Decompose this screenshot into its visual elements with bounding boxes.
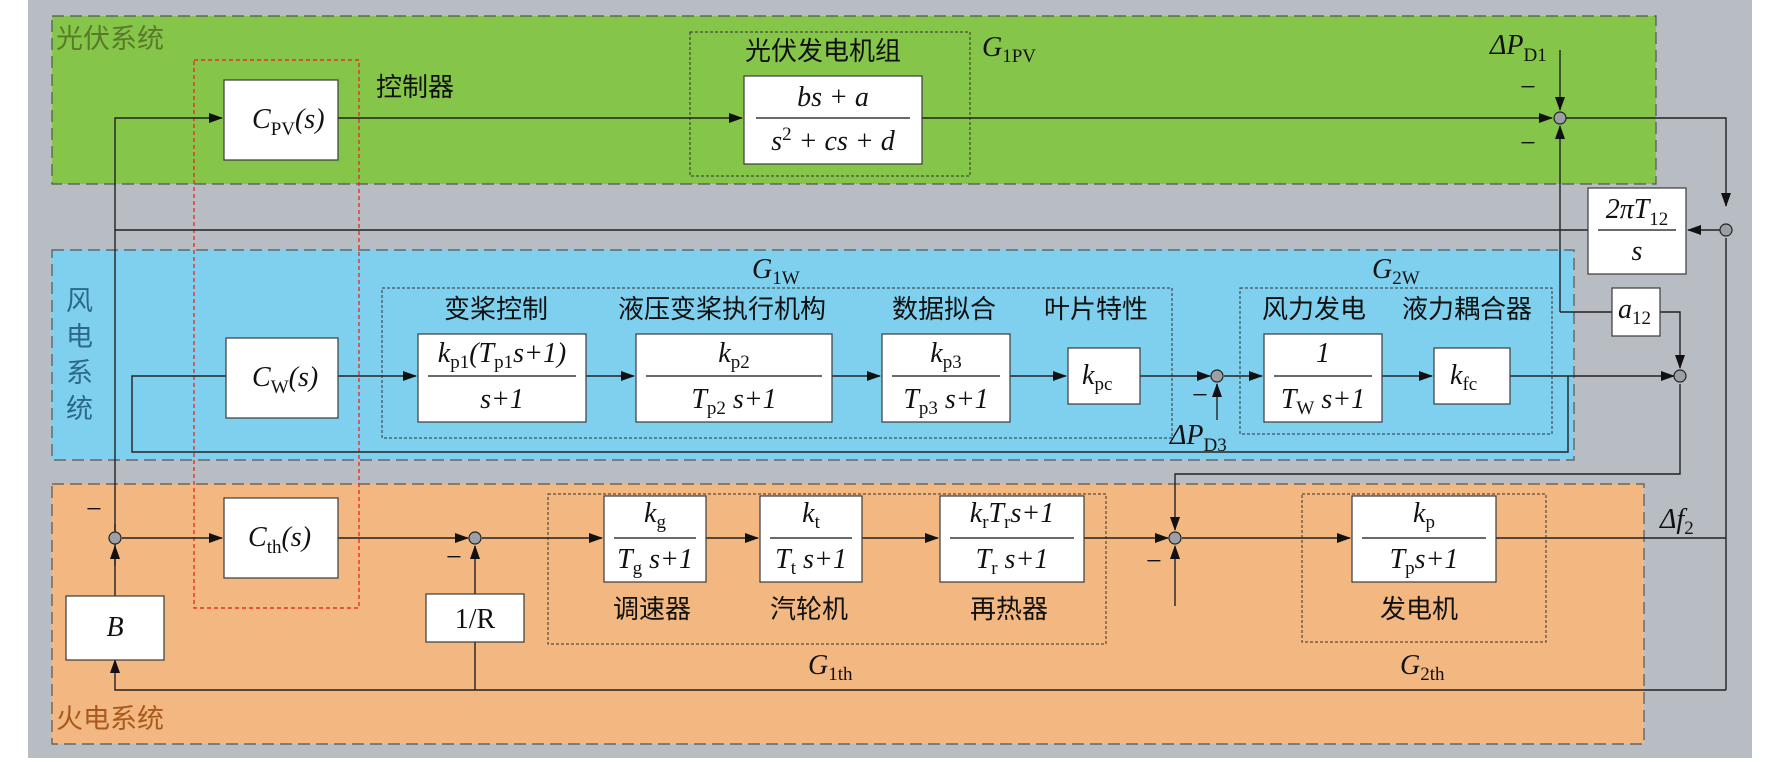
wind-system-label-3: 系 bbox=[66, 358, 93, 389]
wind-g1w-group-box bbox=[381, 287, 1173, 439]
svg-text:1: 1 bbox=[1316, 338, 1330, 369]
wind-block-title-hydraulic-actuator: 液压变桨执行机构 bbox=[618, 295, 826, 325]
svg-text:Tr s+1: Tr s+1 bbox=[976, 544, 1049, 579]
data-fitting-block: kp3 Tp3 s+1 bbox=[881, 333, 1011, 423]
wind-block-title-hydraulic-coupler: 液力耦合器 bbox=[1402, 295, 1532, 325]
droop-block: 1/R bbox=[425, 593, 525, 643]
svg-text:kfc: kfc bbox=[1450, 360, 1477, 395]
tie-integrator-block: 2πT12 s bbox=[1587, 187, 1687, 275]
turbine-block: kt Tt s+1 bbox=[759, 495, 863, 583]
turbine-label: 汽轮机 bbox=[770, 595, 848, 625]
thermal-system-label: 火电系统 bbox=[56, 704, 164, 735]
droop-summing-junction bbox=[468, 531, 482, 545]
pv-disturbance-label: ΔPD1 bbox=[1489, 30, 1547, 66]
minus-sign: − bbox=[1192, 380, 1208, 411]
reheater-label: 再热器 bbox=[970, 595, 1048, 625]
svg-text:CPV(s): CPV(s) bbox=[252, 104, 325, 140]
svg-text:s: s bbox=[1632, 236, 1643, 267]
wind-output-summing-junction bbox=[1673, 369, 1687, 383]
thermal-g1th-group-box bbox=[547, 493, 1107, 645]
wind-system-label-1: 风 bbox=[66, 286, 93, 317]
hydraulic-coupler-block: kfc bbox=[1433, 347, 1511, 405]
svg-text:krTrs+1: krTrs+1 bbox=[970, 498, 1054, 533]
wind-system-label-2: 电 bbox=[66, 322, 93, 353]
wind-block-title-blade-characteristic: 叶片特性 bbox=[1044, 295, 1148, 325]
svg-text:TW s+1: TW s+1 bbox=[1281, 384, 1365, 419]
svg-text:Tt s+1: Tt s+1 bbox=[775, 544, 847, 579]
minus-sign: − bbox=[446, 542, 462, 573]
svg-text:kp1(Tp1s+1): kp1(Tp1s+1) bbox=[438, 338, 566, 373]
minus-sign: − bbox=[1146, 546, 1162, 577]
wind-g1w-label: G1W bbox=[752, 254, 800, 289]
minus-sign: − bbox=[86, 494, 102, 525]
ace-summing-junction bbox=[108, 531, 122, 545]
governor-label: 调速器 bbox=[613, 595, 691, 625]
wind-generation-block: 1 TW s+1 bbox=[1263, 333, 1383, 423]
svg-text:Tps+1: Tps+1 bbox=[1390, 544, 1459, 579]
minus-sign: − bbox=[1520, 128, 1536, 159]
tie-gain-block: a12 bbox=[1611, 287, 1661, 337]
pitch-control-block: kp1(Tp1s+1) s+1 bbox=[417, 333, 587, 423]
pv-generator-title: 光伏发电机组 bbox=[745, 37, 901, 67]
pv-controller-block: CPV(s) bbox=[223, 79, 339, 161]
thermal-g2th-group-box bbox=[1301, 493, 1547, 643]
svg-text:B: B bbox=[106, 612, 123, 643]
wind-block-title-wind-generation: 风力发电 bbox=[1262, 295, 1366, 325]
svg-text:Tp3 s+1: Tp3 s+1 bbox=[903, 384, 988, 419]
bias-block: B bbox=[65, 595, 165, 661]
minus-sign: − bbox=[1520, 72, 1536, 103]
svg-text:s+1: s+1 bbox=[480, 384, 524, 415]
wind-system-label-4: 统 bbox=[66, 394, 93, 425]
controller-group-box bbox=[193, 59, 360, 609]
wind-block-title-pitch-control: 变桨控制 bbox=[444, 295, 548, 325]
pv-generator-group-box bbox=[689, 31, 971, 177]
wind-block-title-data-fitting: 数据拟合 bbox=[892, 295, 996, 325]
wind-controller-block: CW(s) bbox=[225, 337, 339, 419]
generator-block: kp Tps+1 bbox=[1351, 495, 1497, 583]
pv-summing-junction bbox=[1553, 111, 1567, 125]
svg-text:s2 + cs + d: s2 + cs + d bbox=[771, 124, 896, 157]
blade-characteristic-block: kpc bbox=[1067, 347, 1141, 405]
svg-text:Tp2 s+1: Tp2 s+1 bbox=[691, 384, 776, 419]
svg-text:bs + a: bs + a bbox=[797, 82, 869, 113]
wind-g2w-group-box bbox=[1239, 287, 1553, 435]
thermal-summing-junction bbox=[1168, 531, 1182, 545]
svg-text:Tg s+1: Tg s+1 bbox=[617, 544, 693, 579]
pv-system-label: 光伏系统 bbox=[56, 24, 164, 55]
pv-generator-tf-block: bs + a s2 + cs + d bbox=[743, 75, 923, 165]
controller-label: 控制器 bbox=[376, 73, 454, 103]
hydraulic-actuator-block: kp2 Tp2 s+1 bbox=[635, 333, 833, 423]
wind-disturbance-summing-junction bbox=[1210, 369, 1224, 383]
generator-label: 发电机 bbox=[1380, 595, 1458, 625]
svg-text:Cth(s): Cth(s) bbox=[248, 522, 311, 558]
svg-text:1/R: 1/R bbox=[455, 604, 496, 635]
governor-block: kg Tg s+1 bbox=[603, 495, 707, 583]
tie-summing-junction bbox=[1719, 223, 1733, 237]
thermal-controller-block: Cth(s) bbox=[223, 497, 339, 579]
signal-wires bbox=[110, 50, 1731, 691]
reheater-block: krTrs+1 Tr s+1 bbox=[939, 495, 1085, 583]
